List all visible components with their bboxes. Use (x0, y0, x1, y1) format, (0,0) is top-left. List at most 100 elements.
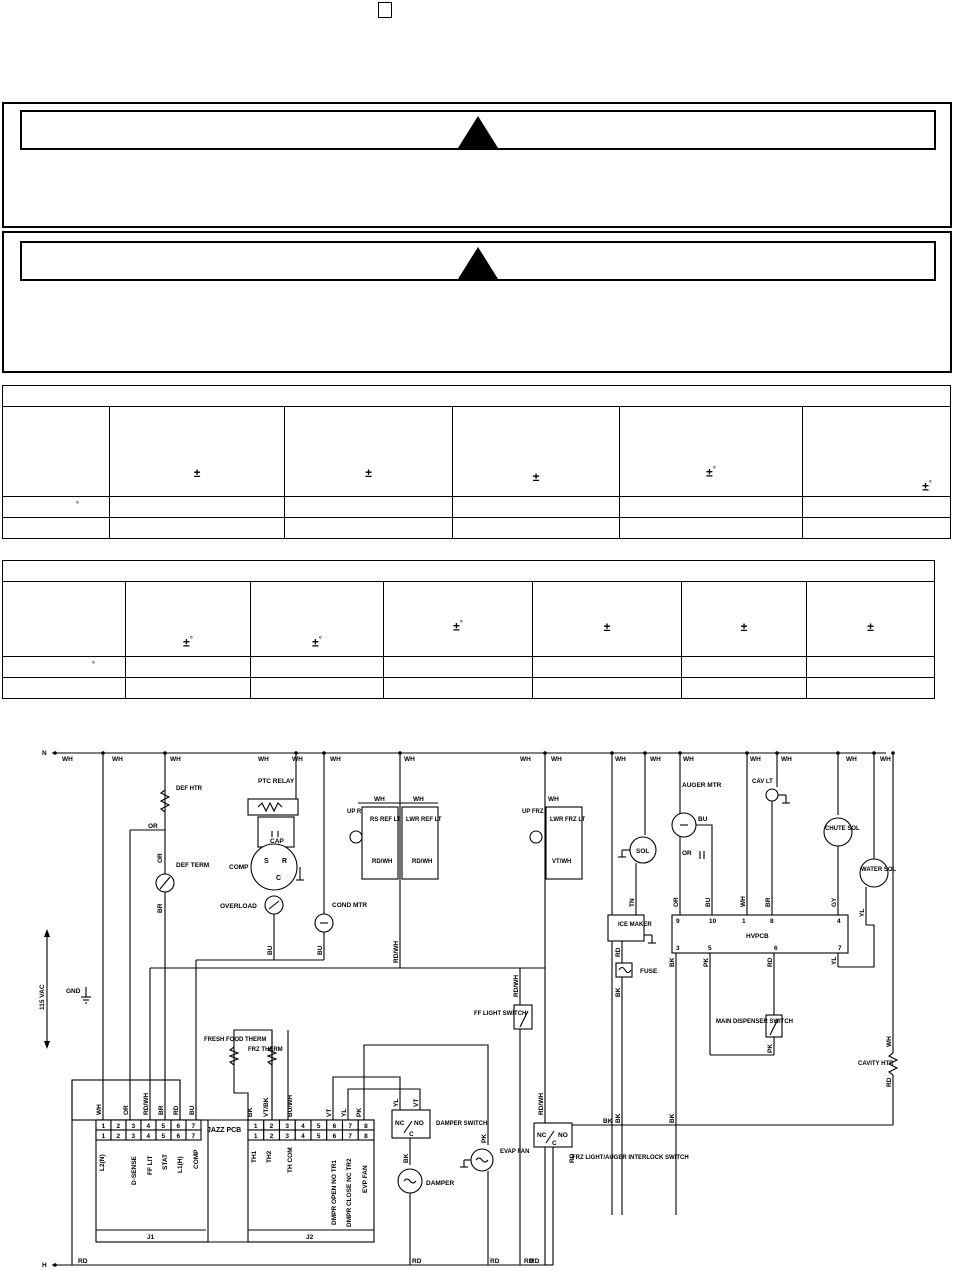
j2-pin-number: 3 (285, 1123, 289, 1130)
svg-text:PK: PK (767, 1044, 774, 1053)
svg-text:DAMPER SWITCH: DAMPER SWITCH (436, 1121, 487, 1127)
table1-cell (802, 517, 951, 539)
wire-code: WH (551, 756, 562, 763)
svg-text:9: 9 (676, 918, 680, 925)
table1-header-cell: ± (452, 406, 620, 497)
table2-cell (532, 656, 682, 678)
svg-text:TH2: TH2 (266, 1150, 273, 1163)
svg-text:J1: J1 (147, 1234, 155, 1241)
wire-code: WH (846, 756, 857, 763)
svg-text:UP FRZ LT: UP FRZ LT (522, 809, 552, 815)
j2-pin-number: 6 (333, 1123, 337, 1130)
j1-pin-number: 5 (162, 1133, 166, 1140)
table1-title-cell (2, 385, 951, 407)
svg-text:DMPR OPEN NO TR1: DMPR OPEN NO TR1 (331, 1160, 338, 1225)
spec-table-1: ± ± ± ±° ±° ° (2, 385, 951, 539)
svg-text:BK: BK (615, 987, 622, 997)
svg-text:GY: GY (831, 897, 838, 907)
j2-pin-number: 7 (348, 1123, 352, 1130)
svg-text:C: C (276, 875, 281, 882)
j1-pin-number: 1 (102, 1123, 106, 1130)
svg-text:FRZ LIGHT/AUGER INTERLOCK SWIT: FRZ LIGHT/AUGER INTERLOCK SWITCH (572, 1155, 689, 1161)
wire-code: WH (112, 756, 123, 763)
table2-cell (250, 656, 384, 678)
svg-text:STAT: STAT (162, 1154, 169, 1170)
supply-voltage-label: 115 VAC (39, 984, 46, 1010)
svg-text:BU: BU (267, 945, 274, 955)
table1-header-cell (2, 406, 110, 497)
svg-text:VT: VT (326, 1109, 333, 1117)
table1-cell (619, 517, 803, 539)
wire-code: WH (62, 756, 73, 763)
svg-text:RD/WH: RD/WH (372, 859, 392, 865)
j1-pin-number: 7 (192, 1133, 196, 1140)
svg-text:FF LIGHT SWITCH: FF LIGHT SWITCH (474, 1011, 526, 1017)
svg-text:DEF HTR: DEF HTR (176, 786, 203, 792)
page-marker-box (378, 2, 392, 18)
svg-text:WH: WH (548, 796, 559, 803)
svg-text:PK: PK (481, 1134, 488, 1143)
svg-text:VT/BK: VT/BK (263, 1097, 270, 1117)
svg-text:RD: RD (886, 1077, 893, 1087)
svg-text:D-SENSE: D-SENSE (131, 1155, 138, 1185)
svg-text:NO: NO (414, 1120, 424, 1127)
svg-text:PTC RELAY: PTC RELAY (258, 778, 295, 785)
j2-pin-number: 4 (301, 1123, 305, 1130)
svg-text:S: S (264, 858, 269, 865)
hot-rail-label: H (42, 1262, 47, 1269)
svg-text:R: R (282, 858, 287, 865)
svg-text:J2: J2 (306, 1234, 314, 1241)
warning-banner-2 (20, 241, 936, 281)
j2-pin-number: 3 (285, 1133, 289, 1140)
rs-ref-light-box (361, 806, 399, 880)
table2-cell (383, 677, 533, 699)
wire-code: WH (615, 756, 626, 763)
j2-pin-number: 1 (254, 1123, 258, 1130)
warning-triangle-icon (458, 247, 498, 279)
neutral-rail-label: N (42, 750, 47, 757)
wire-code: WH (650, 756, 661, 763)
table1-row-label (2, 517, 110, 539)
table1-header-cell: ±° (802, 406, 951, 497)
table1-cell (452, 496, 620, 518)
j1-pin-number: 4 (147, 1123, 151, 1130)
j1-pin-number: 5 (162, 1123, 166, 1130)
svg-text:RD: RD (173, 1105, 180, 1115)
svg-text:FUSE: FUSE (640, 968, 658, 975)
svg-text:RD: RD (78, 1258, 88, 1265)
svg-text:RD: RD (530, 1258, 540, 1265)
fresh-food-thermistor (228, 1046, 240, 1066)
svg-text:YL: YL (393, 1099, 400, 1107)
svg-text:OVERLOAD: OVERLOAD (220, 903, 257, 910)
svg-text:RD/WH: RD/WH (513, 975, 520, 997)
j2-pin-number: 7 (348, 1133, 352, 1140)
fuse (615, 962, 633, 978)
table2-cell (383, 656, 533, 678)
svg-text:CAV LT: CAV LT (752, 779, 773, 785)
svg-text:WH: WH (96, 1104, 103, 1115)
svg-text:TN: TN (629, 898, 636, 907)
svg-text:RS REF LT: RS REF LT (370, 817, 401, 823)
table1-header-cell: ±° (619, 406, 803, 497)
j1-pin-number: 7 (192, 1123, 196, 1130)
j2-pin-number: 4 (301, 1133, 305, 1140)
svg-text:WH: WH (740, 896, 747, 907)
wire-code: WH (330, 756, 341, 763)
svg-text:NC: NC (395, 1120, 405, 1127)
wire-code: WH (170, 756, 181, 763)
svg-text:COND MTR: COND MTR (332, 902, 367, 909)
svg-text:EVP FAN: EVP FAN (362, 1165, 369, 1193)
svg-text:FRZ THERM: FRZ THERM (248, 1047, 283, 1053)
table1-cell (284, 496, 453, 518)
svg-text:BK: BK (403, 1153, 410, 1163)
svg-text:RD/WH: RD/WH (393, 941, 400, 963)
table1-header-cell: ± (109, 406, 285, 497)
svg-text:BK: BK (603, 1118, 613, 1125)
svg-text:RD: RD (569, 1153, 576, 1163)
svg-text:RD/WH: RD/WH (538, 1093, 545, 1115)
lwr-frz-light-box (545, 806, 583, 880)
svg-text:OR: OR (157, 853, 164, 863)
svg-text:JAZZ PCB: JAZZ PCB (207, 1127, 241, 1134)
svg-text:BU: BU (317, 945, 324, 955)
svg-text:VT: VT (413, 1099, 420, 1107)
